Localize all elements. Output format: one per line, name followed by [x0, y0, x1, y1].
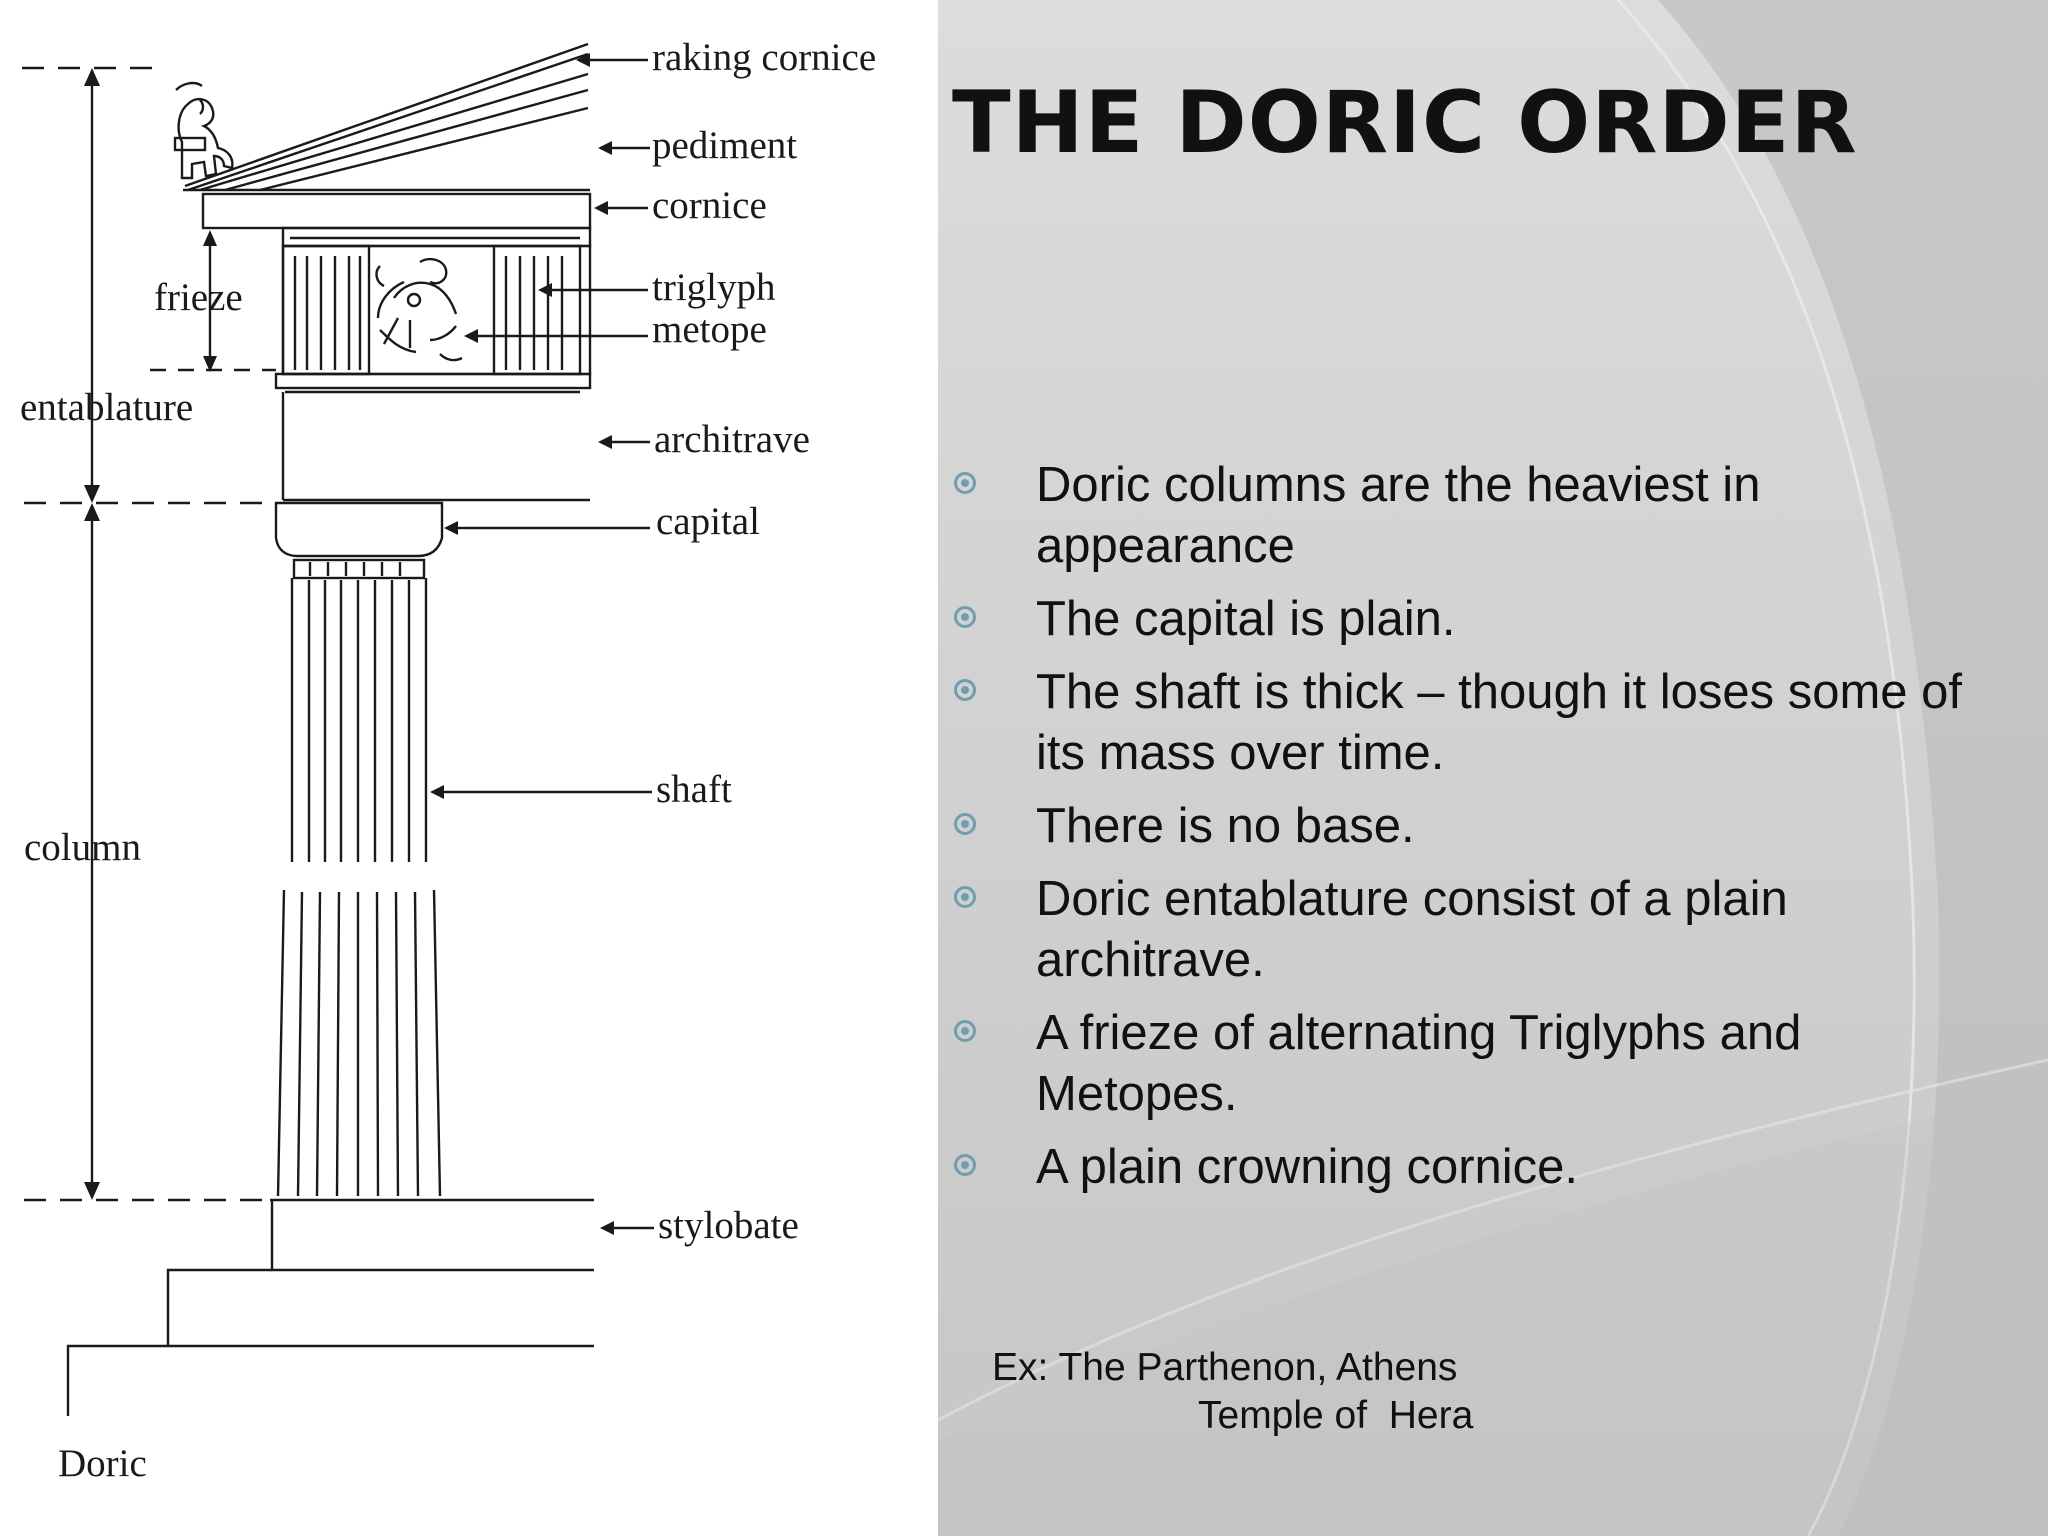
label-metope: metope [652, 308, 767, 351]
bullet-text: A frieze of alternating Triglyphs and Me… [1036, 1006, 1802, 1121]
label-cornice: cornice [652, 184, 767, 227]
frieze-drawing [274, 226, 592, 394]
cornice-drawing [201, 192, 592, 230]
bullet-text: There is no base. [1036, 799, 1415, 853]
example-line-1: Ex: The Parthenon, Athens [992, 1346, 1458, 1389]
label-column: column [24, 826, 141, 869]
label-leaders [430, 53, 654, 1235]
bullet-circle-icon [954, 813, 976, 835]
shaft-lower-drawing [276, 889, 442, 1197]
bullet-circle-icon [954, 886, 976, 908]
label-triglyph: triglyph [652, 266, 776, 309]
metope-relief-icon [375, 258, 463, 362]
label-entablature: entablature [20, 386, 193, 429]
lion-acroterion-icon [173, 81, 234, 180]
bullet-text: The capital is plain. [1036, 592, 1456, 646]
label-shaft: shaft [656, 768, 732, 811]
stylobate-steps-drawing [66, 1198, 594, 1416]
shaft-upper-drawing [290, 578, 428, 862]
bullet-circle-icon [954, 1154, 976, 1176]
example-line-2: Temple of Hera [1198, 1394, 1474, 1437]
bullet-item: The shaft is thick – though it loses som… [950, 662, 2010, 784]
bullet-text: Doric entablature consist of a plain arc… [1036, 872, 1788, 987]
text-panel [938, 0, 2048, 1536]
bullet-item: Doric entablature consist of a plain arc… [950, 869, 2010, 991]
background-swoosh-decoration [938, 0, 2048, 1536]
label-pediment: pediment [652, 124, 797, 167]
bullet-text: Doric columns are the heaviest in appear… [1036, 458, 1761, 573]
label-doric: Doric [58, 1442, 147, 1485]
dimension-guides [22, 66, 276, 1202]
label-raking-cornice: raking cornice [652, 36, 876, 79]
label-capital: capital [656, 500, 760, 543]
bullet-list: Doric columns are the heaviest in appear… [950, 455, 2010, 1210]
label-architrave: architrave [654, 418, 810, 461]
architrave-drawing [281, 392, 590, 502]
bullet-circle-icon [954, 1020, 976, 1042]
bullet-item: There is no base. [950, 796, 2010, 857]
bullet-text: A plain crowning cornice. [1036, 1140, 1579, 1194]
bullet-circle-icon [954, 606, 976, 628]
capital-drawing [274, 501, 444, 580]
bullet-circle-icon [954, 472, 976, 494]
bullet-item: A frieze of alternating Triglyphs and Me… [950, 1003, 2010, 1125]
bullet-item: The capital is plain. [950, 589, 2010, 650]
bullet-item: A plain crowning cornice. [950, 1137, 2010, 1198]
pediment-drawing [183, 42, 590, 192]
bullet-item: Doric columns are the heaviest in appear… [950, 455, 2010, 577]
doric-order-diagram: raking cornice pediment cornice triglyph… [0, 0, 938, 1536]
label-stylobate: stylobate [658, 1204, 799, 1247]
bullet-text: The shaft is thick – though it loses som… [1036, 665, 1963, 780]
label-frieze: frieze [154, 276, 243, 319]
slide-title: The Doric Order [952, 73, 1858, 173]
bullet-circle-icon [954, 679, 976, 701]
doric-diagram-drawing: raking cornice pediment cornice triglyph… [20, 36, 876, 1485]
